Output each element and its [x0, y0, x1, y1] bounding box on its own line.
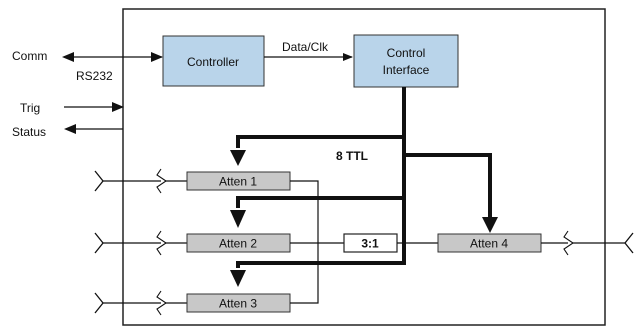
status-label: Status	[12, 125, 46, 139]
rf-input-3-squiggle	[156, 290, 167, 316]
comm-right-arrowhead	[151, 52, 163, 62]
ttl-bus	[236, 87, 492, 268]
rf-input-1-squiggle	[156, 168, 167, 194]
rs232-label: RS232	[76, 69, 113, 83]
comm-label: Comm	[12, 49, 47, 63]
system-enclosure	[122, 8, 606, 326]
control-interface-label-line2: Interface	[383, 63, 430, 77]
ttl-bus-trunk	[236, 87, 406, 268]
rf-input-2-connector	[94, 232, 104, 254]
rf-input-1-connector	[94, 170, 104, 192]
trig-label: Trig	[20, 101, 40, 115]
rf-input-2-squiggle	[156, 230, 167, 256]
rf-output-connector	[624, 232, 634, 254]
ttl-arrowhead-atten2	[230, 210, 246, 228]
ttl-bus-atten2-branch	[236, 196, 404, 208]
ttl-arrowhead-atten3	[230, 270, 246, 287]
trig-arrowhead	[112, 102, 124, 112]
data-clk-label: Data/Clk	[282, 40, 329, 54]
rf-output-squiggle	[563, 230, 574, 256]
ttl-label: 8 TTL	[336, 149, 368, 163]
ttl-bus-atten1-branch	[236, 135, 404, 148]
status-arrowhead	[64, 124, 76, 134]
controller-label: Controller	[187, 55, 239, 69]
atten1-output-route	[290, 180, 319, 304]
atten3-label: Atten 3	[219, 297, 257, 311]
comm-left-arrowhead	[62, 52, 74, 62]
ttl-arrowhead-atten1	[230, 150, 246, 166]
ttl-arrowhead-atten4	[482, 217, 498, 233]
ttl-bus-atten4-branch	[404, 153, 492, 217]
controller-block	[162, 35, 265, 87]
combiner-label: 3:1	[361, 237, 379, 251]
rf-input-3-connector	[94, 292, 104, 314]
control-interface-label-line1: Control	[387, 46, 426, 60]
control-interface-block	[353, 34, 459, 88]
atten1-label: Atten 1	[219, 175, 257, 189]
atten4-label: Atten 4	[470, 237, 508, 251]
atten2-label: Atten 2	[219, 237, 257, 251]
